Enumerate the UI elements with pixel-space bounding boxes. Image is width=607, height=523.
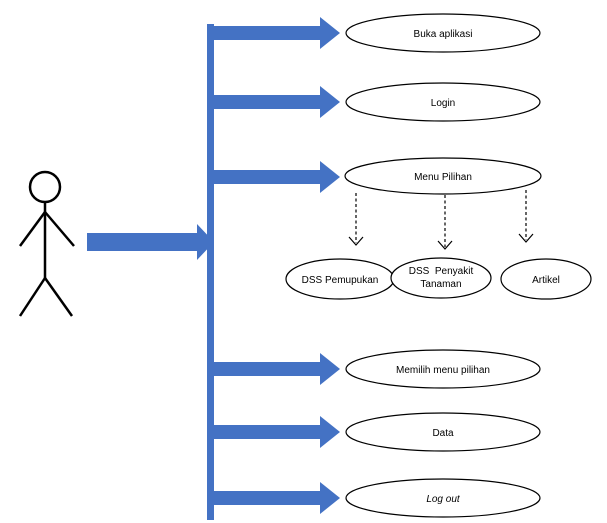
actor-arrow xyxy=(87,224,214,260)
arrow-memilih-menu-pilihan xyxy=(212,353,340,385)
arrow-data xyxy=(212,416,340,448)
arrow-buka-aplikasi xyxy=(212,17,340,49)
actor-left-leg xyxy=(18,277,47,317)
use-case-memilih-menu-pilihan: Memilih menu pilihan xyxy=(345,349,541,389)
use-case-login-label: Login xyxy=(431,98,455,109)
option-dss-pemupukan-label: DSS Pemupukan xyxy=(302,275,379,286)
use-case-data: Data xyxy=(345,412,541,452)
use-case-menu-pilihan: Menu Pilihan xyxy=(344,157,542,195)
actor-left-arm xyxy=(18,211,47,247)
dashed-arrowhead-dss-pemupukan xyxy=(348,236,364,246)
option-artikel: Artikel xyxy=(500,258,592,300)
use-case-menu-pilihan-label: Menu Pilihan xyxy=(414,172,472,183)
use-case-buka-aplikasi: Buka aplikasi xyxy=(345,13,541,53)
use-case-memilih-menu-pilihan-label: Memilih menu pilihan xyxy=(396,365,490,376)
actor-right-arm xyxy=(44,211,75,247)
bus-line xyxy=(207,24,214,520)
use-case-buka-aplikasi-label: Buka aplikasi xyxy=(414,29,473,40)
option-dss-penyakit-label-line1: DSS Penyakit xyxy=(409,266,474,277)
arrow-login xyxy=(212,86,340,118)
use-case-data-label: Data xyxy=(432,428,454,439)
option-dss-pemupukan: DSS Pemupukan xyxy=(285,258,395,300)
arrow-log-out xyxy=(212,482,340,514)
use-case-log-out: Log out xyxy=(345,478,541,518)
actor-right-leg xyxy=(43,277,74,317)
option-artikel-label: Artikel xyxy=(532,275,560,286)
dashed-arrowhead-dss-penyakit xyxy=(437,240,453,250)
dashed-arrowhead-artikel xyxy=(518,233,534,243)
option-dss-penyakit-tanaman: DSS Penyakit Tanaman xyxy=(390,257,492,299)
option-dss-penyakit-label-line2: Tanaman xyxy=(420,279,461,290)
use-case-login: Login xyxy=(345,82,541,122)
arrow-menu-pilihan xyxy=(212,161,340,193)
actor-head xyxy=(28,170,62,204)
use-case-log-out-label: Log out xyxy=(426,494,461,505)
dashed-arrows xyxy=(348,190,534,250)
actor-stick-figure-icon xyxy=(18,170,75,317)
